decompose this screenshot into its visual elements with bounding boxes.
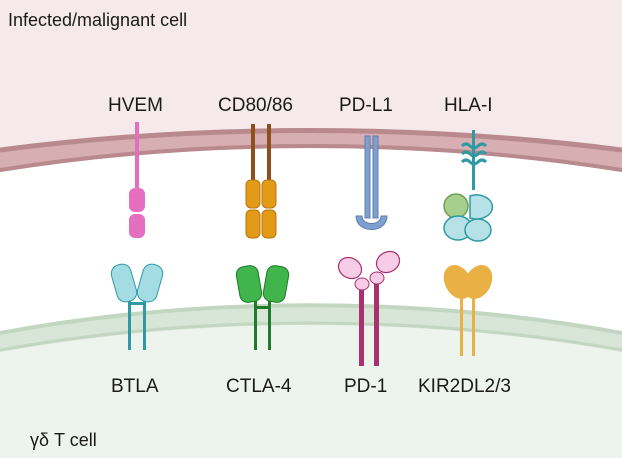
ligand-label-cd80-86: CD80/86 — [218, 95, 293, 116]
pd-l1-protein — [355, 135, 388, 230]
t-cell-inner-membrane-line — [0, 321, 622, 352]
ligand-label-pd-l1: PD-L1 — [339, 95, 393, 116]
receptor-label-ctla-4: CTLA-4 — [226, 376, 292, 397]
t-cell-label: γδ T cell — [30, 430, 97, 450]
infected-cell-body — [0, 0, 622, 158]
pd-1-protein — [337, 250, 401, 366]
ctla-4-protein — [235, 265, 290, 350]
t-cell-outer-membrane-line — [0, 303, 622, 335]
ligand-label-hla-i: HLA-I — [444, 95, 493, 116]
infected-cell-inner-membrane-line — [0, 144, 622, 172]
infected-cell-label: Infected/malignant cell — [8, 10, 188, 30]
infected-cell-outer-membrane-line — [0, 128, 622, 153]
hvem-protein — [129, 122, 145, 238]
receptor-label-kir2dl2-3: KIR2DL2/3 — [418, 376, 511, 397]
receptor-label-pd-1: PD-1 — [344, 376, 388, 397]
hla-i-protein — [443, 130, 494, 242]
receptor-label-btla: BTLA — [111, 376, 159, 397]
btla-protein — [110, 263, 164, 350]
ligand-label-hvem: HVEM — [108, 95, 163, 116]
cd80-86-protein — [245, 124, 277, 239]
t-cell-body — [0, 318, 622, 458]
infected-cell-membrane — [0, 130, 622, 172]
kir2dl2-3-protein — [443, 264, 493, 356]
t-cell-membrane — [0, 305, 622, 352]
